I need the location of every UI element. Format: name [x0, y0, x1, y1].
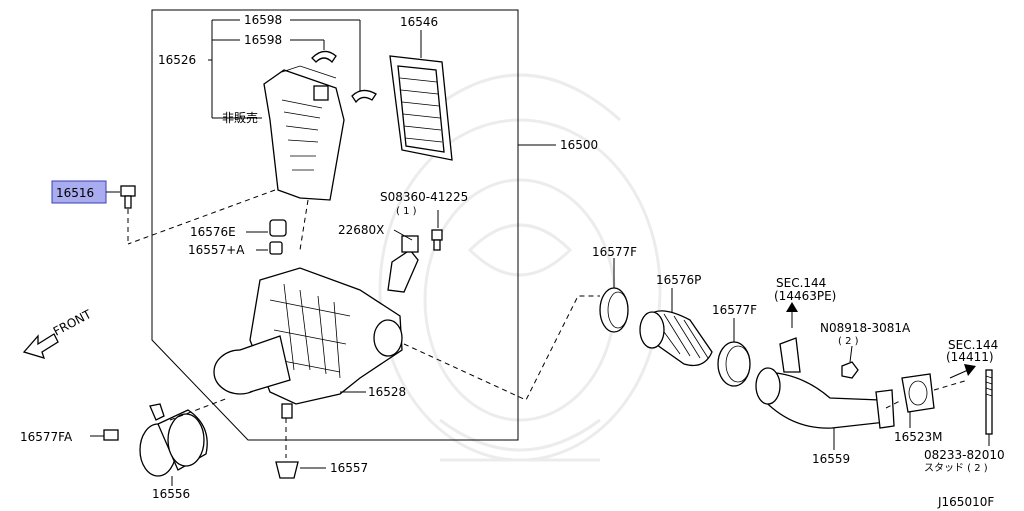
- label-16577fa: 16577FA: [20, 430, 73, 444]
- label-sec144-b: SEC.144: [948, 338, 998, 352]
- gasket-16523m: [901, 373, 935, 413]
- label-08360: S08360-41225: [380, 190, 468, 204]
- watermark-emblem: [378, 73, 662, 462]
- clip-16598-lower: [351, 89, 377, 104]
- label-16576p: 16576P: [656, 273, 701, 287]
- label-16528: 16528: [368, 385, 406, 399]
- label-16500: 16500: [560, 138, 598, 152]
- label-16577f-b: 16577F: [712, 303, 757, 317]
- clamp-16577f-right: [717, 341, 751, 387]
- label-16598-a: 16598: [244, 13, 282, 27]
- air-cleaner-lower-case: [213, 267, 403, 419]
- label-16556: 16556: [152, 487, 190, 501]
- arrow-sec144-right-icon: [949, 364, 976, 379]
- label-22680x: 22680X: [338, 223, 384, 237]
- stud-08233: [985, 369, 993, 435]
- air-inlet-tube-16559: [755, 337, 895, 429]
- label-sec144-b-sub: (14411): [946, 350, 994, 364]
- hose-16576p: [639, 310, 713, 367]
- label-08233-sub: スタッド ( 2 ): [924, 462, 988, 474]
- label-08233: 08233-82010: [924, 448, 1005, 462]
- bolt-08360: [431, 229, 443, 251]
- label-16523m: 16523M: [894, 430, 943, 444]
- airflow-sensor-22680x: [387, 235, 419, 293]
- assembly-frame: [151, 9, 519, 441]
- label-16577f-a: 16577F: [592, 245, 637, 259]
- label-16557a: 16557+A: [188, 243, 245, 257]
- clamp-16577f-left: [599, 287, 629, 333]
- label-16559: 16559: [812, 452, 850, 466]
- nut-08918: [841, 361, 859, 379]
- label-16598-b: 16598: [244, 33, 282, 47]
- air-filter-element: [389, 55, 453, 161]
- label-sec144-a: SEC.144: [776, 276, 826, 290]
- arrow-sec144-up-icon: [786, 302, 798, 328]
- label-16576e: 16576E: [190, 225, 236, 239]
- label-sec144-a-sub: (14463PE): [774, 289, 836, 303]
- figure-id: J165010F: [937, 495, 994, 509]
- label-16516[interactable]: 16516: [56, 186, 94, 200]
- label-16546: 16546: [400, 15, 438, 29]
- duct-16556: [139, 409, 208, 477]
- label-16557: 16557: [330, 461, 368, 475]
- label-08918: N08918-3081A: [820, 321, 911, 335]
- air-cleaner-upper-cover: [263, 65, 345, 201]
- front-arrow-icon: [22, 333, 59, 359]
- label-16526: 16526: [158, 53, 196, 67]
- label-08360-qty: ( 1 ): [396, 206, 417, 217]
- bushing-16557a: [269, 241, 283, 255]
- grommet-16557: [275, 461, 299, 479]
- label-08918-qty: ( 2 ): [838, 336, 859, 347]
- label-front: FRONT: [51, 307, 94, 339]
- clamp-16577fa: [103, 403, 165, 441]
- grommet-16576e: [269, 219, 287, 237]
- clip-16598-upper: [311, 50, 337, 64]
- label-hihanbai: 非販売: [222, 110, 258, 125]
- bolt-16516: [120, 185, 136, 209]
